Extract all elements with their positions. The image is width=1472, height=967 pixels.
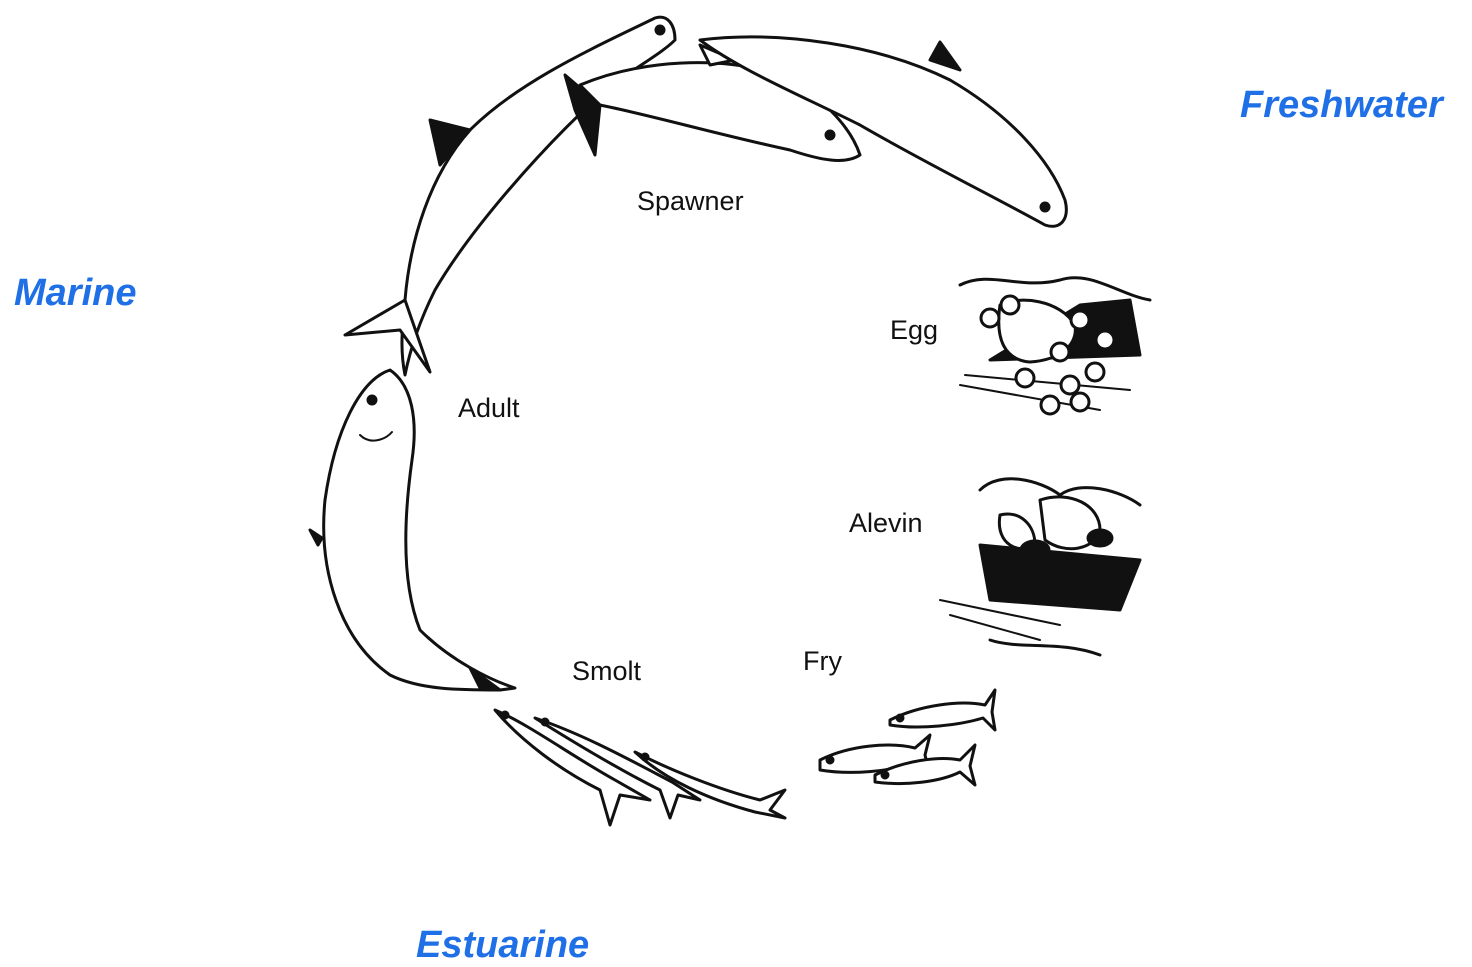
stage-label-fry: Fry [803,646,842,677]
stage-label-alevin: Alevin [849,508,923,539]
habitat-label-estuarine: Estuarine [416,924,589,967]
stage-label-egg: Egg [890,315,938,346]
habitat-label-marine: Marine [14,272,136,315]
habitat-label-freshwater: Freshwater [1240,84,1443,127]
fry-fish-icon [820,690,995,785]
egg-cluster-icon [960,278,1150,414]
stage-label-smolt: Smolt [572,656,641,687]
alevin-gravel-icon [940,479,1140,655]
stage-label-spawner: Spawner [637,186,744,217]
smolt-fish-icon [495,710,785,825]
stage-label-adult: Adult [458,393,520,424]
